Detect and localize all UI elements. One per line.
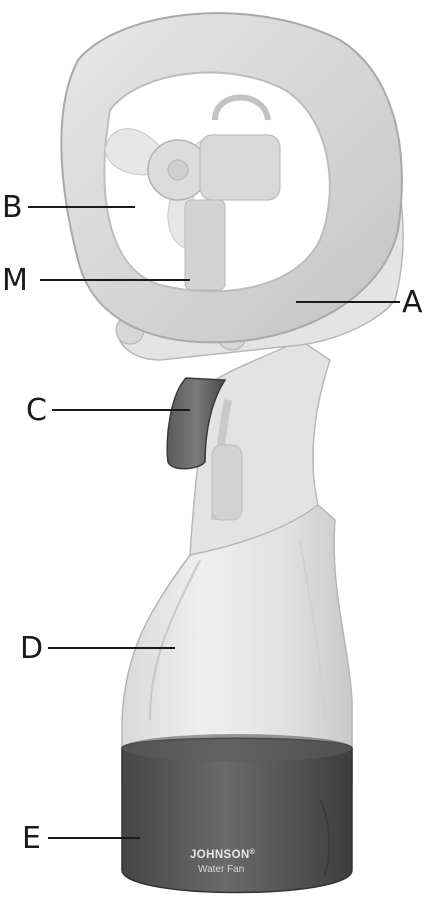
callout-a-label: A [402,285,423,320]
base-cap: JOHNSON® Water Fan [122,734,352,893]
callout-b-label: B [2,190,23,225]
callout-e-label: E [22,821,41,856]
brand-logo-text: JOHNSON® [190,848,256,861]
callout-c-label: C [26,393,47,428]
product-name-text: Water Fan [198,864,244,875]
callout-m-label: M [2,263,28,298]
fan-hub [148,140,208,200]
callout-d-label: D [20,631,43,666]
